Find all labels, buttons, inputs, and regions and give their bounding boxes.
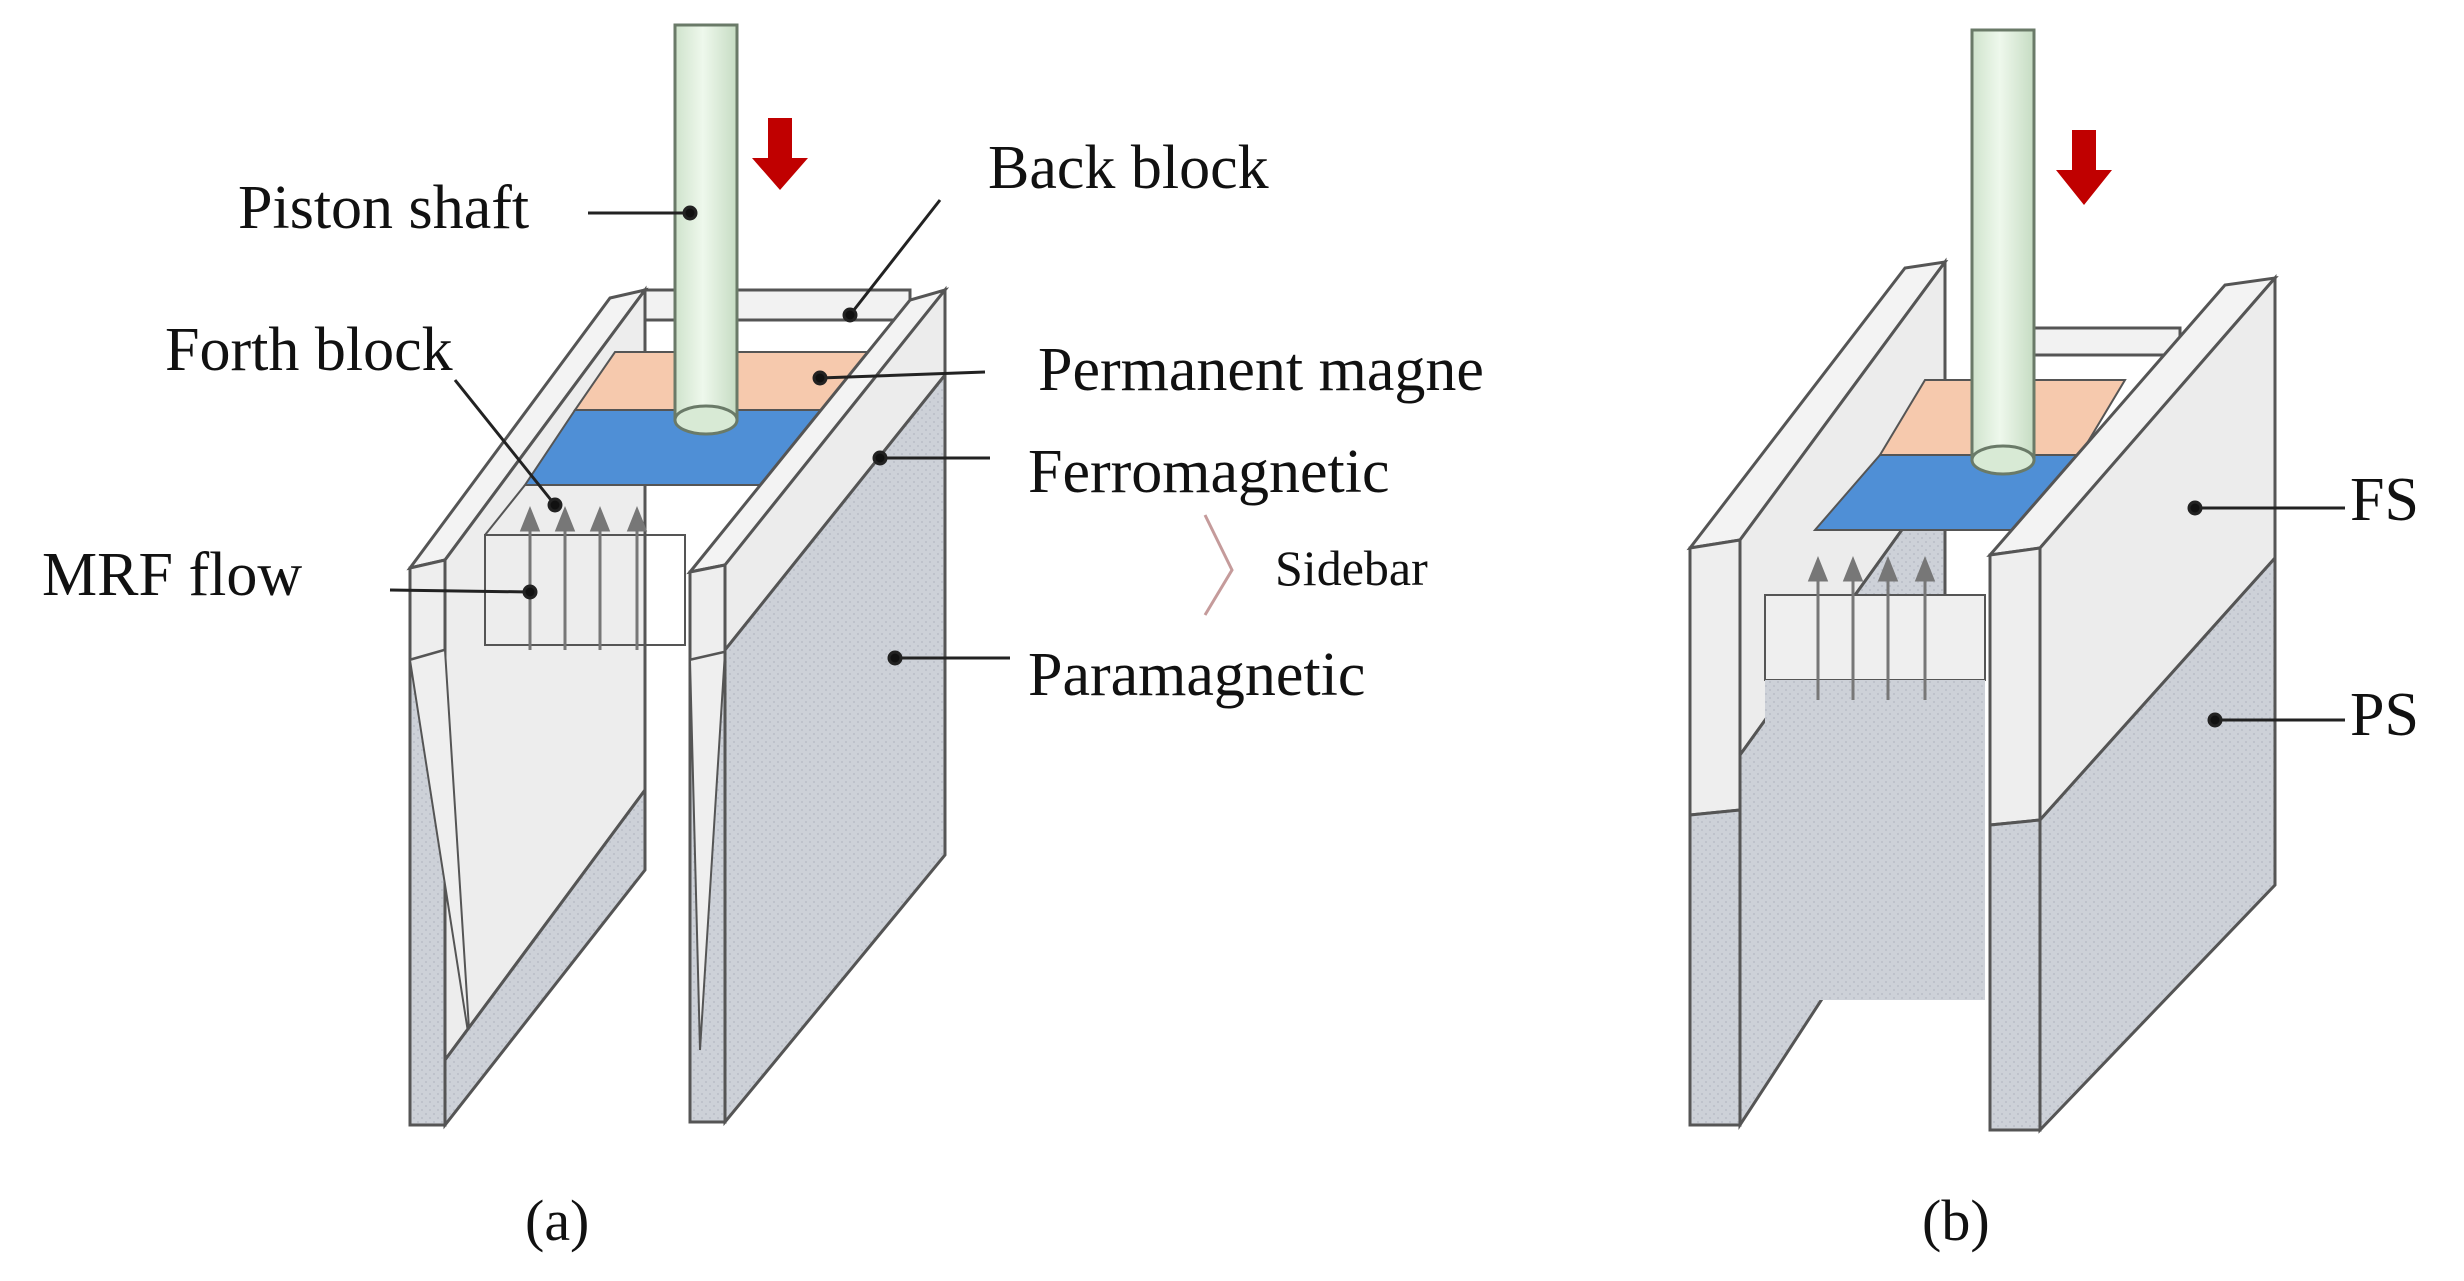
label-ferromagnetic: Ferromagnetic (1028, 438, 1390, 506)
piston-shaft-a (673, 23, 739, 436)
sidebar-bracket (1203, 514, 1234, 616)
motion-arrow-a (752, 118, 808, 190)
caption-b: (b) (1922, 1188, 1990, 1253)
label-ps: PS (2350, 681, 2419, 749)
panel-a: Piston shaft Back block Forth block Perm… (42, 23, 1484, 1253)
label-piston-shaft: Piston shaft (238, 174, 529, 242)
mrf-flow-channel-b (1764, 594, 1986, 1000)
back-block-b (2028, 326, 2182, 357)
mrf-flow-arrows-b (1807, 555, 1936, 700)
leader-lines-b (2187, 500, 2345, 728)
piston-shaft-b (1970, 28, 2036, 476)
motion-arrow-b (2056, 130, 2112, 205)
right-sidebar-b (1986, 273, 2279, 1134)
label-mrf-flow: MRF flow (42, 541, 302, 609)
label-paramagnetic: Paramagnetic (1028, 641, 1365, 709)
panel-b: FS PS (b) (1686, 28, 2419, 1253)
right-sidebar-a (686, 285, 950, 1127)
label-back-block: Back block (988, 134, 1269, 202)
label-permanent-magnet: Permanent magne (1038, 336, 1484, 404)
label-forth-block: Forth block (165, 316, 453, 384)
label-sidebar: Sidebar (1275, 540, 1428, 596)
label-fs: FS (2350, 466, 2419, 534)
caption-a: (a) (525, 1188, 589, 1253)
leader-lines-a (389, 199, 1010, 666)
